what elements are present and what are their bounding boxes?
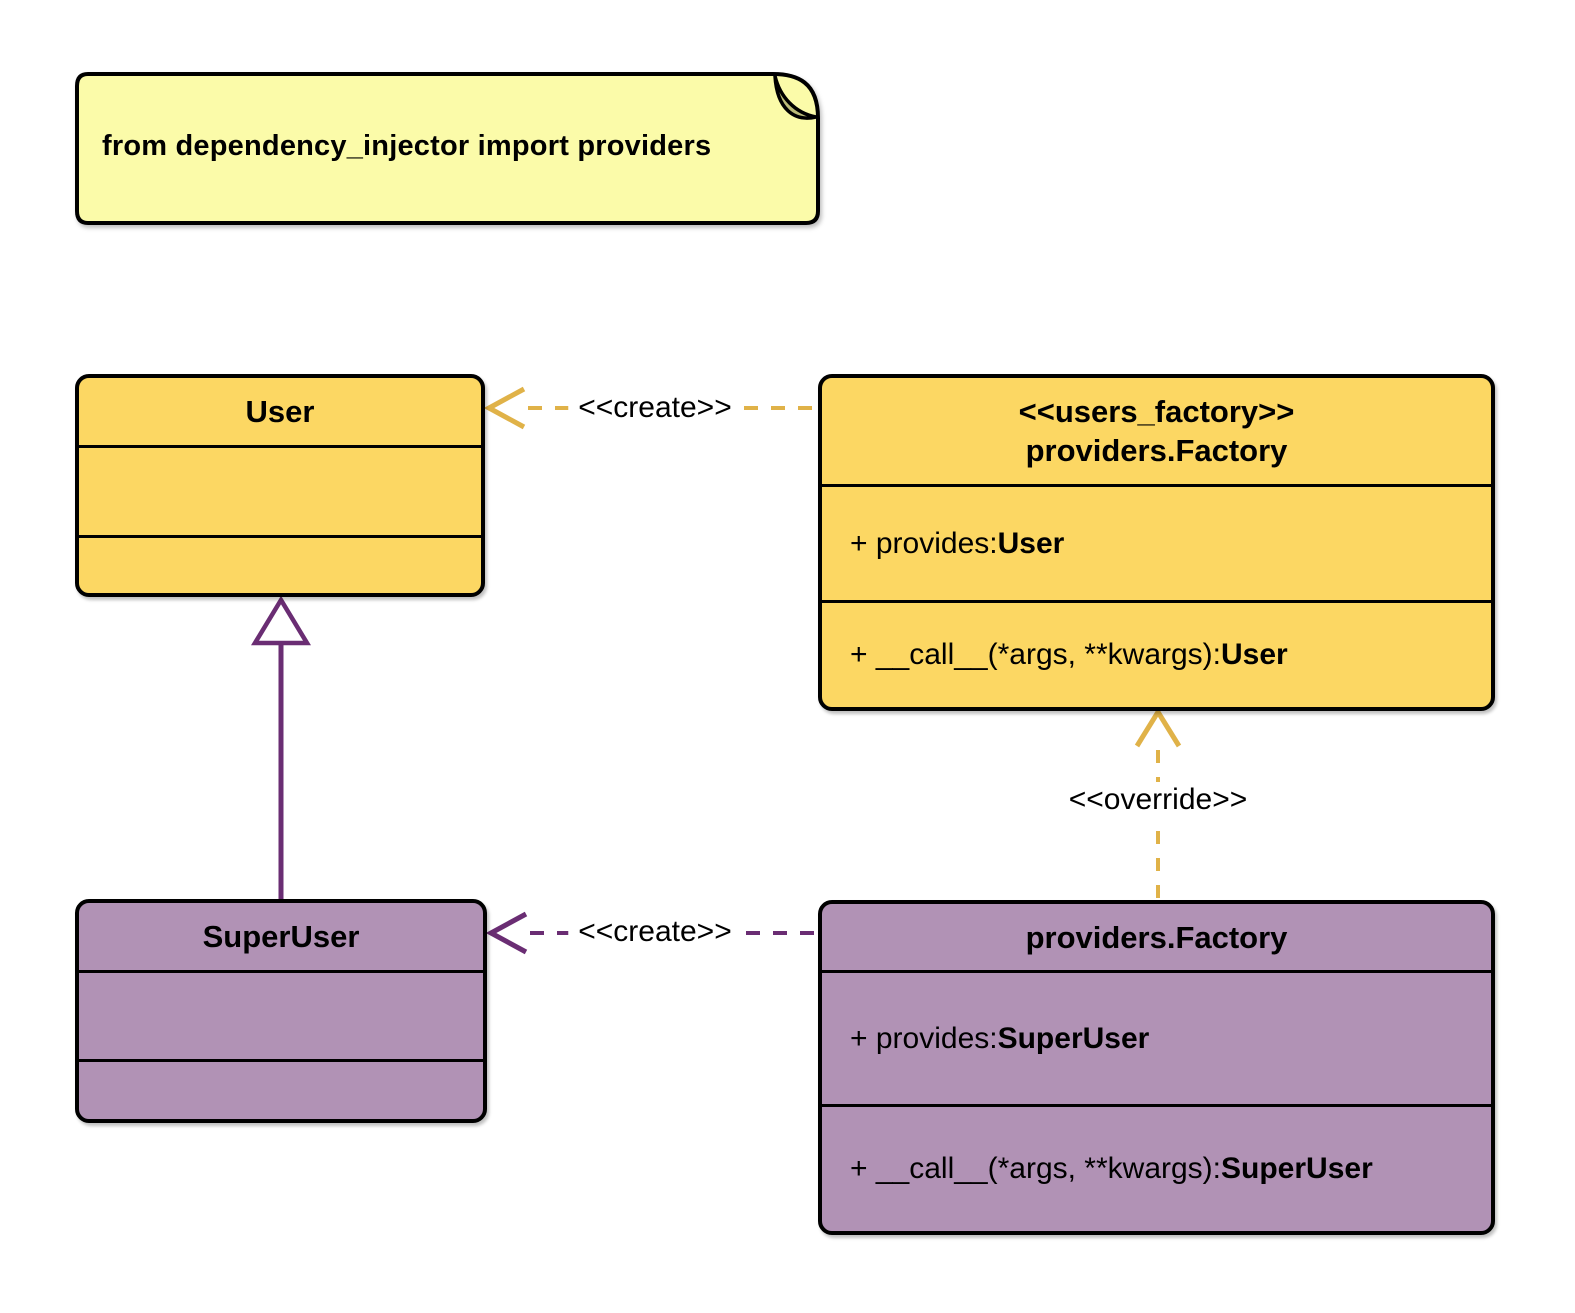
class-users-factory-method-call: + __call__(*args, **kwargs): User [822, 600, 1491, 707]
class-users-factory-attribute-provides: + provides: User [822, 484, 1491, 600]
class-user-methods-compartment [79, 535, 481, 593]
class-users-factory: <<users_factory>> providers.Factory + pr… [818, 374, 1495, 711]
attribute-type: SuperUser [997, 1021, 1150, 1055]
attribute-prefix: + provides: [850, 1021, 998, 1055]
override-open-arrowhead-icon [1134, 707, 1182, 748]
note-body [75, 72, 820, 225]
class-user-title: User [245, 394, 315, 429]
class-superuser-title: SuperUser [202, 919, 360, 954]
attribute-type: User [997, 526, 1065, 560]
class-user-attributes-compartment [79, 445, 481, 535]
method-prefix: + __call__(*args, **kwargs): [850, 1152, 1222, 1185]
class-superuser-methods-compartment [79, 1059, 483, 1119]
note-shape [75, 72, 820, 225]
class-superuser-factory-attribute-provides: + provides: SuperUser [822, 970, 1491, 1104]
class-superuser-factory: providers.Factory + provides: SuperUser … [818, 900, 1495, 1235]
method-prefix: + __call__(*args, **kwargs): [850, 638, 1222, 671]
class-superuser-factory-method-call: + __call__(*args, **kwargs): SuperUser [822, 1104, 1491, 1231]
class-users-factory-stereotype: <<users_factory>> [1018, 394, 1295, 429]
class-superuser-factory-name: providers.Factory [1025, 919, 1288, 955]
class-user-title-compartment: User [79, 378, 481, 445]
class-superuser-attributes-compartment [79, 970, 483, 1059]
note: from dependency_injector import provider… [75, 72, 820, 225]
class-superuser: SuperUser [75, 899, 487, 1123]
class-superuser-factory-title-compartment: providers.Factory [822, 904, 1491, 970]
class-users-factory-title-compartment: <<users_factory>> providers.Factory [822, 378, 1491, 484]
create-user-open-arrowhead-icon [483, 386, 526, 430]
note-text: from dependency_injector import provider… [102, 130, 712, 162]
create-superuser-open-arrowhead-icon [485, 911, 528, 955]
class-superuser-title-compartment: SuperUser [79, 903, 483, 970]
method-type: User [1221, 638, 1288, 671]
create-user-label: <<create>> [568, 390, 742, 426]
create-superuser-label: <<create>> [568, 914, 742, 950]
note-fold-icon [773, 74, 818, 120]
method-type: SuperUser [1221, 1152, 1373, 1185]
override-label: <<override>> [1058, 782, 1258, 818]
attribute-prefix: + provides: [850, 526, 998, 560]
class-user: User [75, 374, 485, 597]
generalization-hollow-triangle-icon [251, 595, 311, 646]
class-users-factory-name: providers.Factory [1025, 433, 1288, 468]
